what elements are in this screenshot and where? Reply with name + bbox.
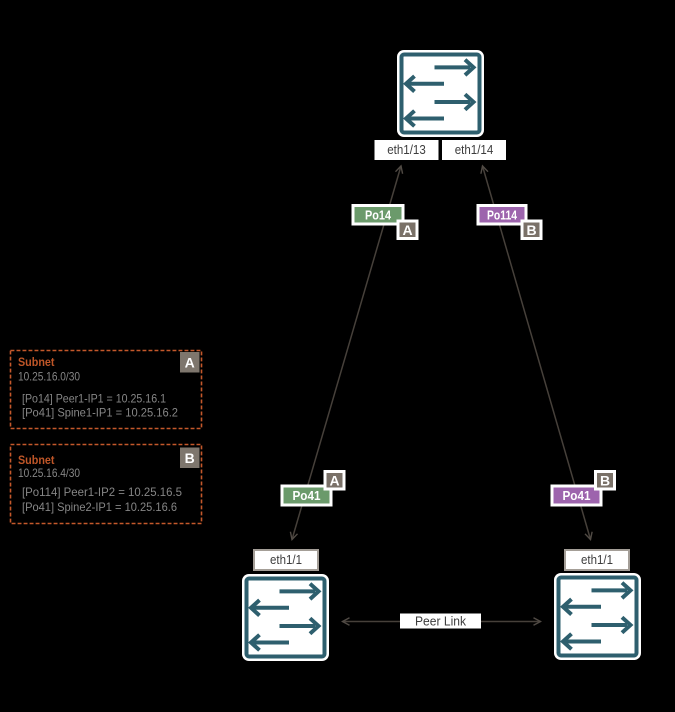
svg-text:eth1/1: eth1/1 [581,552,613,567]
svg-text:Peer Link: Peer Link [415,614,467,628]
svg-text:[Po41] Spine2-IP1 = 10.25.16.6: [Po41] Spine2-IP1 = 10.25.16.6 [22,500,177,514]
svg-text:B: B [185,450,195,466]
svg-text:Po41: Po41 [563,488,591,503]
svg-text:eth1/14: eth1/14 [455,142,494,157]
svg-text:eth1/1: eth1/1 [270,552,302,567]
svg-text:Subnet: Subnet [18,355,55,369]
svg-text:Po41: Po41 [293,488,321,503]
svg-text:eth1/13: eth1/13 [387,142,426,157]
svg-text:A: A [185,355,195,371]
svg-text:[Po14] Peer1-IP1 = 10.25.16.1: [Po14] Peer1-IP1 = 10.25.16.1 [22,392,166,406]
svg-text:Po114: Po114 [487,207,518,222]
svg-text:A: A [329,473,339,489]
svg-text:Po14: Po14 [365,207,392,222]
svg-text:10.25.16.0/30: 10.25.16.0/30 [18,369,80,383]
svg-text:A: A [402,222,412,238]
svg-text:[Po41] Spine1-IP1 = 10.25.16.2: [Po41] Spine1-IP1 = 10.25.16.2 [22,406,178,420]
svg-text:[Po114] Peer1-IP2 = 10.25.16.5: [Po114] Peer1-IP2 = 10.25.16.5 [22,485,182,499]
svg-text:Subnet: Subnet [18,453,55,467]
svg-text:B: B [526,222,536,238]
svg-text:10.25.16.4/30: 10.25.16.4/30 [18,466,80,480]
svg-text:B: B [600,473,610,489]
